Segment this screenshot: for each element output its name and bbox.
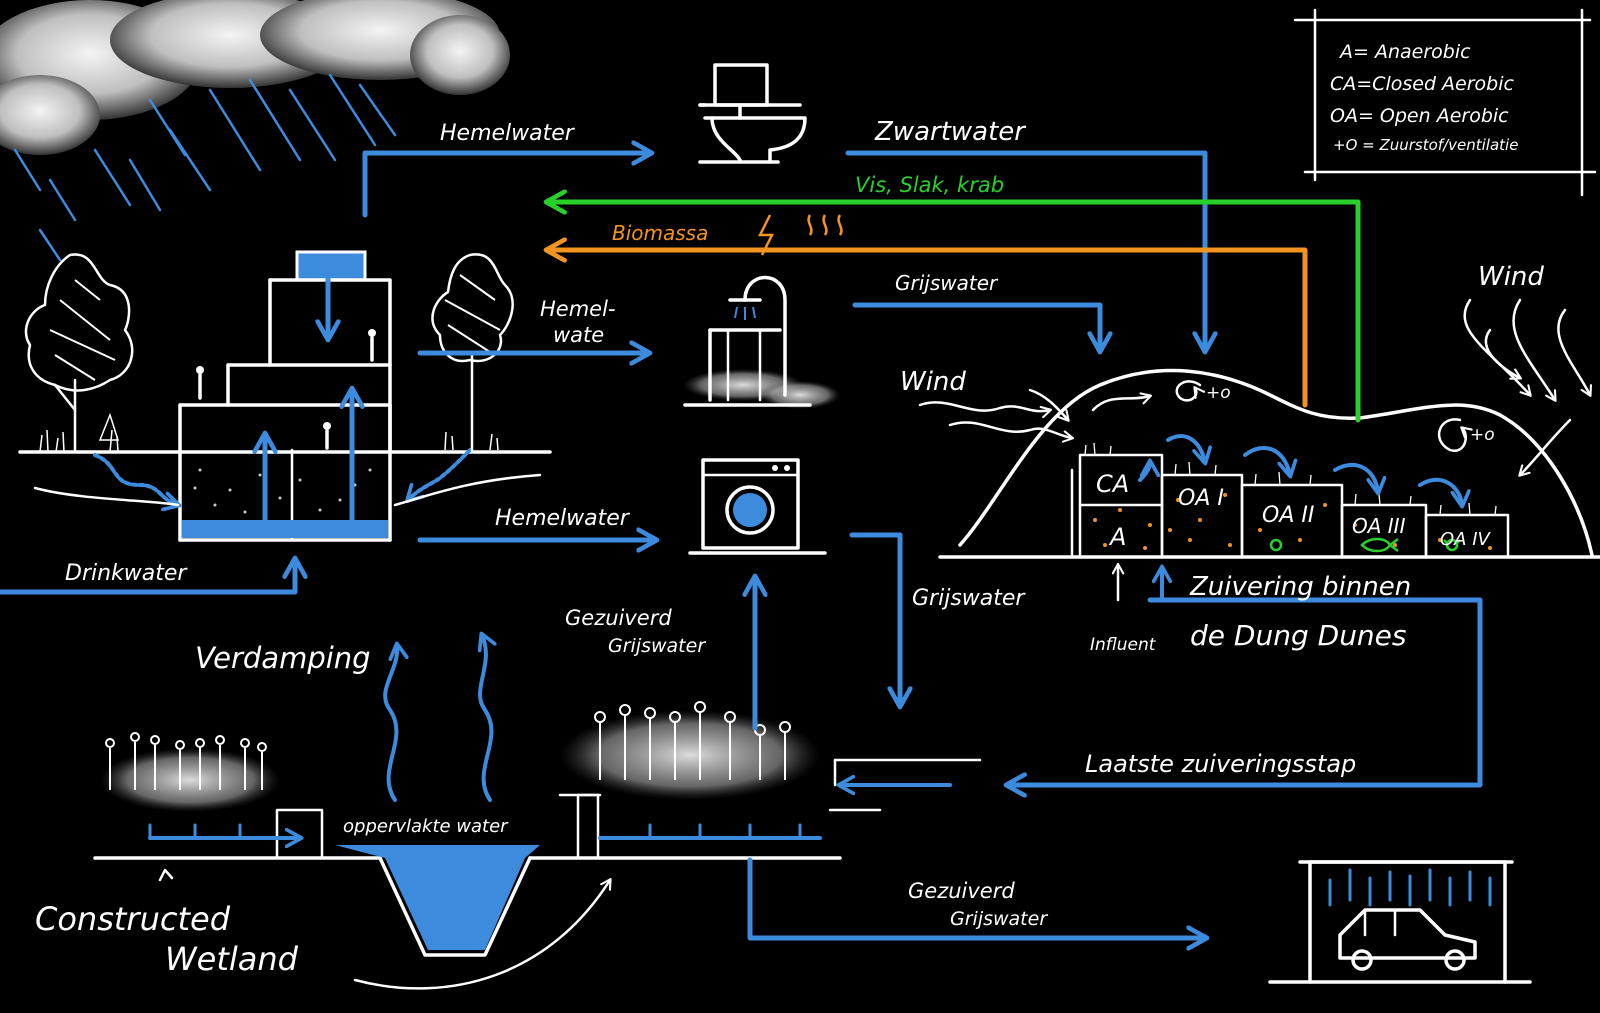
label-hemel-wate-1: Hemel- — [540, 297, 616, 321]
label-oppervlakte-water: oppervlakte water — [343, 816, 509, 837]
label-hemelwater-top: Hemelwater — [440, 121, 576, 146]
toilet-icon — [698, 63, 807, 164]
label-gezuiverd-2b: Grijswater — [950, 908, 1048, 930]
label-influent: Influent — [1090, 635, 1157, 655]
label-vis-slak-krab: Vis, Slak, krab — [855, 173, 1004, 197]
fauna-flow — [548, 202, 1361, 423]
legend-line-4: +O = Zuurstof/ventilatie — [1333, 136, 1518, 154]
label-biomassa: Biomassa — [612, 221, 708, 245]
water-flows — [0, 153, 1483, 938]
label-verdamping: Verdamping — [195, 641, 371, 675]
label-gezuiverd-1a: Gezuiverd — [565, 606, 672, 630]
house-icon — [18, 250, 552, 542]
rain-icon — [13, 73, 397, 262]
label-grijswater-top: Grijswater — [895, 271, 999, 295]
dung-dunes: CA A OA I OA II OA III OA IV +o +o — [938, 368, 1600, 559]
ventilation-label-1: +o — [1206, 383, 1231, 403]
label-zwartwater: Zwartwater — [874, 117, 1027, 147]
label-gezuiverd-2a: Gezuiverd — [908, 879, 1015, 903]
label-wind-right: Wind — [1478, 262, 1544, 292]
car-icon — [1268, 860, 1532, 984]
label-wind-left: Wind — [900, 367, 966, 397]
label-drinkwater: Drinkwater — [65, 561, 188, 586]
biomass-flow — [548, 250, 1308, 408]
ventilation-label-2: +o — [1470, 425, 1495, 445]
legend-box: A= Anaerobic CA=Closed Aerobic OA= Open … — [1293, 8, 1597, 197]
wind-arrows-left — [918, 388, 1075, 443]
label-wetland-2: Wetland — [165, 940, 299, 978]
compartment-oa3: OA III — [1352, 514, 1406, 538]
energy-icon — [757, 214, 843, 256]
shower-icon — [683, 275, 840, 409]
compartment-ca: CA — [1096, 470, 1129, 498]
washing-machine-icon — [688, 458, 827, 555]
compartment-oa4: OA IV — [1440, 529, 1492, 550]
soil-line-left — [33, 486, 180, 507]
compartment-a: A — [1108, 523, 1126, 551]
compartment-oa2: OA II — [1262, 503, 1314, 528]
constructed-wetland — [93, 710, 982, 990]
label-hemel-wate-2: wate — [553, 323, 604, 347]
legend-line-2: CA=Closed Aerobic — [1330, 73, 1515, 95]
wind-arrows-right — [1463, 298, 1592, 477]
cloud-icon — [0, 0, 510, 155]
label-zuivering-2: de Dung Dunes — [1190, 619, 1407, 652]
label-laatste-zuiveringsstap: Laatste zuiveringsstap — [1085, 750, 1356, 778]
label-grijswater-mid: Grijswater — [912, 586, 1026, 611]
label-hemelwater-mid: Hemelwater — [495, 506, 631, 531]
label-wetland-1: Constructed — [35, 900, 231, 938]
label-gezuiverd-1b: Grijswater — [608, 635, 706, 657]
legend-line-1: A= Anaerobic — [1338, 41, 1471, 63]
reeds-icon — [105, 701, 791, 790]
soil-line-right — [393, 473, 542, 507]
house-water-arrows — [93, 262, 472, 523]
tree-icon — [24, 253, 514, 454]
legend-line-3: OA= Open Aerobic — [1330, 105, 1509, 127]
grass-icon — [39, 412, 499, 453]
label-zuivering-1: Zuivering binnen — [1189, 572, 1411, 602]
compartment-oa1: OA I — [1178, 486, 1224, 511]
